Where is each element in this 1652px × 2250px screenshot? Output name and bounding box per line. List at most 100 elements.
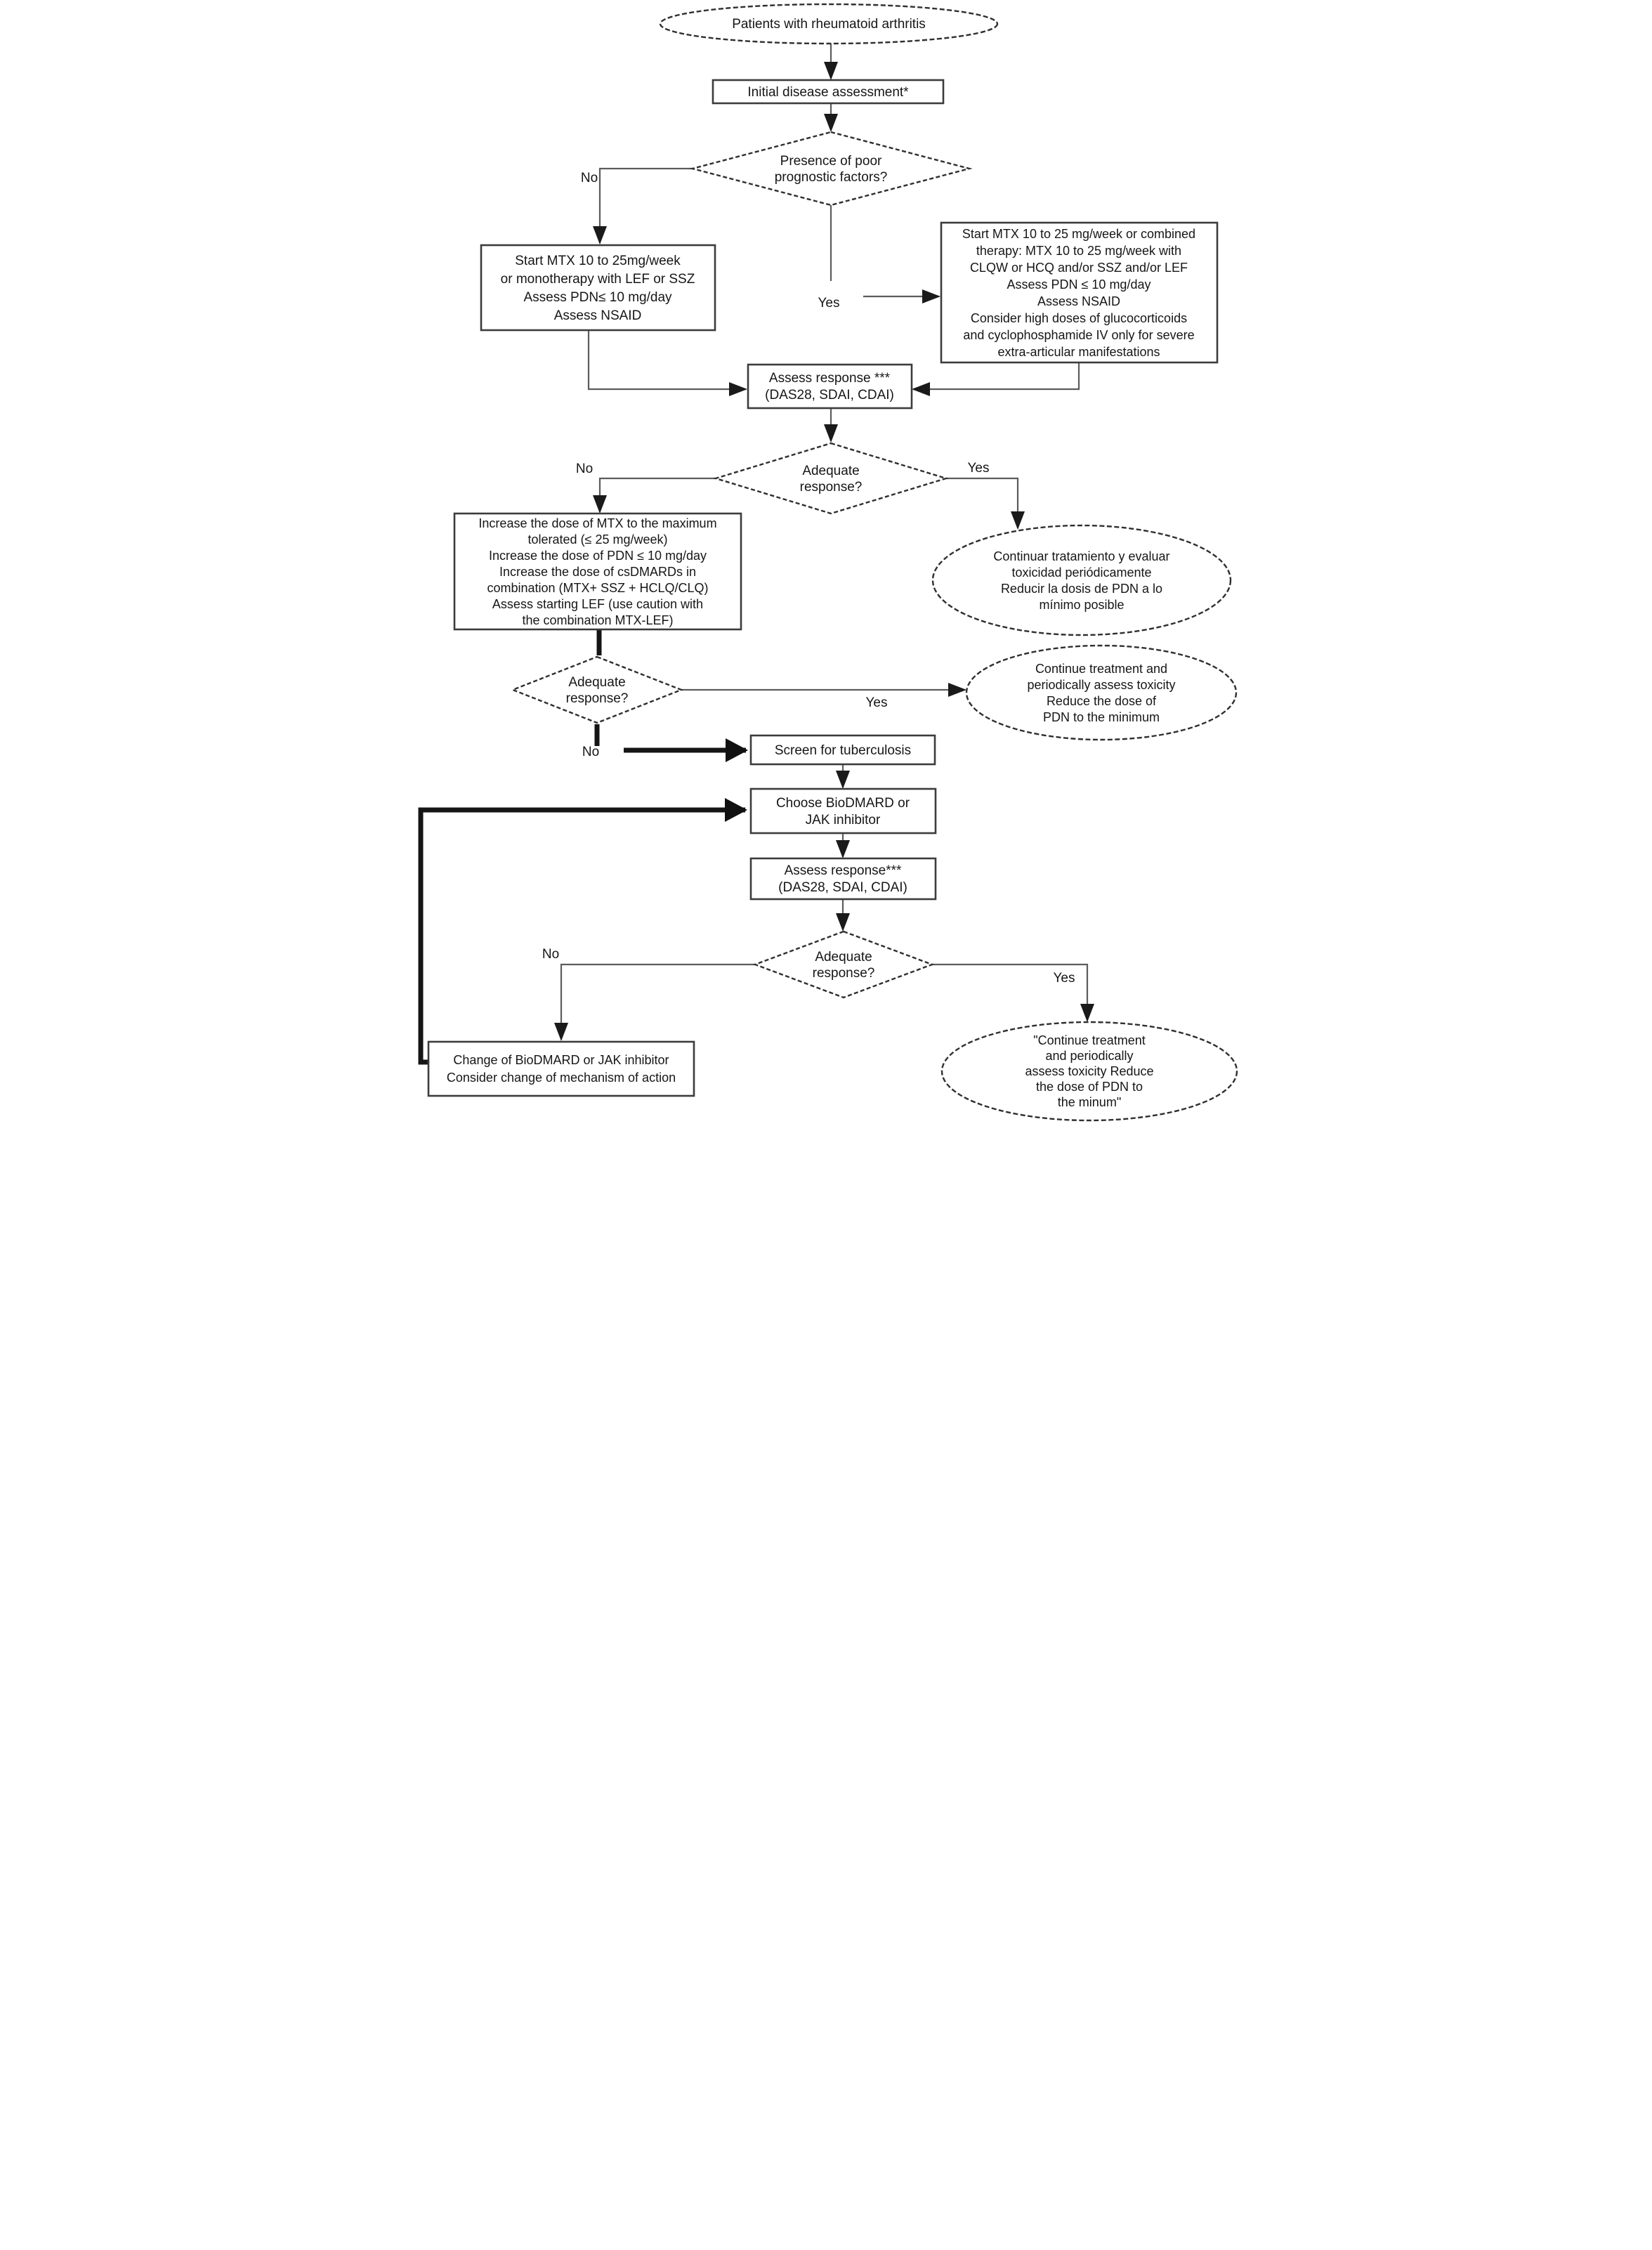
label-line: toxicidad periódicamente — [1011, 565, 1151, 580]
label-line: Continue treatment and — [1035, 662, 1167, 676]
node-initial-assessment: Initial disease assessment* — [712, 79, 945, 105]
label-response3-yes: Yes — [1054, 971, 1075, 986]
continue-es-terminator-shape — [931, 524, 1232, 636]
label-line: combination (MTX+ SSZ + HCLQ/CLQ) — [487, 581, 708, 595]
arrow-prognostic-no — [593, 167, 693, 244]
label-line: and periodically — [1045, 1049, 1133, 1063]
arrow-adequate3-no — [554, 963, 755, 1041]
label-response3-no: No — [542, 947, 559, 962]
choose-box — [749, 787, 937, 835]
label-line: Increase the dose of PDN ≤ 10 mg/day — [489, 549, 707, 563]
label-line: prognostic factors? — [775, 170, 888, 185]
arrow-adequate3-yes — [932, 963, 1094, 1022]
change-box — [427, 1040, 695, 1097]
label-line: periodically assess toxicity — [1027, 678, 1175, 692]
node-continue-treatment-spanish: Continuar tratamiento y evaluar toxicida… — [931, 524, 1232, 636]
label-line: assess toxicity Reduce — [1025, 1064, 1153, 1078]
adequate1-diamond — [712, 442, 950, 515]
label-prognostic-yes: Yes — [818, 296, 840, 310]
node-start-mtx-combined: Start MTX 10 to 25 mg/week or combined t… — [940, 221, 1219, 364]
node-start-mtx-monotherapy: Start MTX 10 to 25mg/week or monotherapy… — [480, 244, 716, 332]
label-line: and cyclophosphamide IV only for severe — [963, 328, 1194, 342]
label-line: "Continue treatment — [1033, 1033, 1145, 1047]
label-line: Assess NSAID — [554, 308, 642, 323]
label-line: therapy: MTX 10 to 25 mg/week with — [976, 244, 1181, 258]
label-line: Choose BioDMARD or — [776, 796, 910, 811]
node-assess-response-2: Assess response*** (DAS28, SDAI, CDAI) — [749, 857, 937, 901]
label-response2-yes: Yes — [866, 695, 888, 710]
label-line: the dose of PDN to — [1036, 1080, 1143, 1094]
label-line: Assess NSAID — [1037, 294, 1120, 308]
label-line: Consider change of mechanism of action — [447, 1071, 676, 1085]
label-line: or monotherapy with LEF or SSZ — [501, 272, 695, 287]
label-line: response? — [800, 480, 863, 495]
label-line: Increase the dose of MTX to the maximum — [478, 516, 716, 530]
label-line: Presence of poor — [780, 154, 882, 169]
label-line: response? — [813, 966, 875, 981]
label-line: tolerated (≤ 25 mg/week) — [528, 532, 668, 547]
combined-box — [940, 221, 1219, 364]
label-line: Start MTX 10 to 25mg/week — [515, 254, 681, 268]
label-line: Reduce the dose of — [1047, 694, 1157, 708]
label-response1-no: No — [576, 462, 593, 476]
node-adequate-response-2: Adequate response? — [510, 655, 684, 724]
continue-en-terminator-shape — [965, 644, 1238, 741]
label-response2-no: No — [582, 745, 599, 759]
label-line: (DAS28, SDAI, CDAI) — [765, 388, 894, 403]
tb-box — [749, 734, 936, 766]
node-screen-tuberculosis: Screen for tuberculosis — [749, 734, 936, 766]
node-choose-biodmard: Choose BioDMARD or JAK inhibitor — [749, 787, 937, 835]
label-line: Patients with rheumatoid arthritis — [732, 17, 926, 32]
label-prognostic-no: No — [581, 171, 598, 185]
label-line: Assess starting LEF (use caution with — [492, 597, 703, 611]
label-line: extra-articular manifestations — [997, 345, 1160, 359]
label-response1-yes: Yes — [968, 461, 990, 476]
node-increase-doses: Increase the dose of MTX to the maximum … — [453, 512, 742, 631]
label-line: Change of BioDMARD or JAK inhibitor — [453, 1053, 669, 1067]
label-line: response? — [566, 691, 629, 706]
assess2-box — [749, 857, 937, 901]
label-line: Increase the dose of csDMARDs in — [499, 565, 696, 579]
label-line: Adequate — [815, 950, 872, 964]
label-line: JAK inhibitor — [806, 813, 881, 828]
label-line: Assess response *** — [769, 371, 891, 386]
continue-q-terminator-shape — [940, 1021, 1238, 1122]
edge-labels: No Yes No Yes No Yes No Yes — [542, 171, 1075, 986]
node-poor-prognostic-decision: Presence of poor prognostic factors? — [689, 131, 973, 207]
node-continue-treatment-quoted: "Continue treatment and periodically ass… — [940, 1021, 1238, 1122]
arrow-combined-to-assess1 — [912, 362, 1080, 396]
label-line: the combination MTX-LEF) — [522, 613, 673, 627]
label-line: Consider high doses of glucocorticoids — [971, 311, 1187, 325]
initial-assessment-box — [712, 79, 945, 105]
label-line: Initial disease assessment* — [747, 85, 909, 100]
node-change-biodmard: Change of BioDMARD or JAK inhibitor Cons… — [427, 1040, 695, 1097]
node-adequate-response-3: Adequate response? — [752, 930, 935, 999]
node-continue-treatment-english: Continue treatment and periodically asse… — [965, 644, 1238, 741]
node-adequate-response-1: Adequate response? — [712, 442, 950, 515]
flowchart-canvas: No Yes No Yes No Yes No Yes Patients wit… — [418, 3, 1238, 1122]
connectors — [418, 44, 1094, 1065]
label-line: the minum" — [1058, 1095, 1121, 1109]
arrow-adequate1-yes — [946, 477, 1025, 530]
label-line: mínimo posible — [1039, 598, 1124, 612]
label-line: Adequate — [568, 675, 625, 690]
flowchart-page: No Yes No Yes No Yes No Yes Patients wit… — [413, 0, 1239, 1125]
label-line: Continuar tratamiento y evaluar — [993, 549, 1169, 563]
label-line: CLQW or HCQ and/or SSZ and/or LEF — [970, 261, 1188, 275]
adequate2-diamond — [510, 655, 684, 724]
label-line: Start MTX 10 to 25 mg/week or combined — [962, 227, 1195, 241]
start-terminator-shape — [659, 3, 999, 45]
arrow-mono-to-assess1 — [587, 330, 747, 396]
label-line: Adequate — [802, 464, 859, 478]
adequate3-diamond — [752, 930, 935, 999]
label-line: (DAS28, SDAI, CDAI) — [778, 880, 907, 895]
label-line: Reducir la dosis de PDN a lo — [1001, 582, 1162, 596]
node-assess-response-1: Assess response *** (DAS28, SDAI, CDAI) — [747, 363, 913, 410]
node-start: Patients with rheumatoid arthritis — [659, 3, 999, 45]
label-line: Assess response*** — [785, 863, 902, 878]
mono-box — [480, 244, 716, 332]
label-line: Assess PDN ≤ 10 mg/day — [1007, 277, 1151, 292]
poor-prognostic-diamond — [689, 131, 973, 207]
increase-box — [453, 512, 742, 631]
arrow-change-feedback-to-choose — [418, 798, 747, 1065]
